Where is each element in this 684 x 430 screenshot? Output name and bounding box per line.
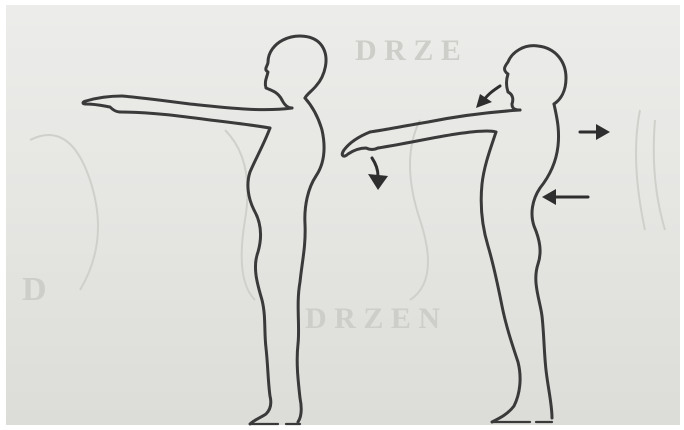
slouched-figure-arm-top (370, 110, 520, 132)
svg-text:D R Z E N: D R Z E N (305, 302, 440, 335)
hands-down-arrow (368, 158, 388, 190)
upright-figure-back (297, 98, 324, 422)
svg-text:D R Z E: D R Z E (355, 34, 461, 67)
svg-text:D: D (22, 271, 47, 308)
slouched-posture-figure (342, 46, 566, 422)
slouched-figure-head (505, 46, 566, 104)
upright-figure-head (265, 36, 326, 100)
slouched-figure-front (481, 132, 520, 422)
upright-figure-arm-bottom (120, 112, 270, 128)
show-through-marks: D R Z E D R Z E N D (22, 34, 665, 335)
slouched-figure-back (532, 104, 559, 418)
back-push-arrow (580, 124, 610, 140)
head-forward-arrow (476, 86, 500, 108)
upright-figure-hand (83, 96, 122, 112)
upright-figure-front (248, 128, 271, 424)
abdomen-push-arrow (542, 189, 588, 205)
slouched-figure-arm-bottom (378, 131, 496, 148)
upright-posture-figure (83, 36, 326, 424)
upright-figure-arm-top (122, 96, 292, 110)
slouched-figure-hand (342, 132, 378, 156)
